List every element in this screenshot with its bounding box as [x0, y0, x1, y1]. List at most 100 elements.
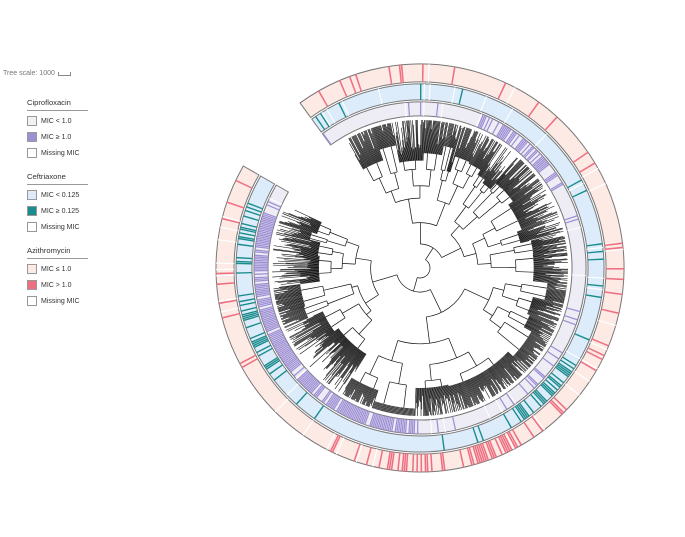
tree-branch — [354, 245, 360, 265]
ring-gap — [586, 287, 603, 291]
tree-leaf — [464, 131, 477, 161]
tree-leaf — [289, 222, 318, 233]
tree-leaf — [516, 351, 526, 361]
tree-leaf — [275, 233, 320, 245]
ring-mark — [236, 271, 253, 274]
ring-mark — [499, 397, 508, 410]
tree-leaf — [378, 402, 381, 411]
ring-gap — [480, 96, 487, 112]
ring-mark — [586, 243, 603, 247]
tree-leaf — [442, 385, 445, 396]
tree-leaf — [294, 209, 322, 223]
tree-leaf — [481, 372, 496, 396]
ring-mark — [553, 396, 568, 411]
tree-leaf — [283, 237, 320, 247]
tree-leaf — [547, 282, 567, 286]
tree-leaf — [505, 170, 532, 194]
tree-leaf — [274, 288, 301, 294]
ring-mark — [319, 112, 330, 128]
tree-leaf — [291, 238, 320, 246]
ring-mark — [585, 294, 602, 299]
ring-mark — [257, 299, 272, 305]
tree-leaf — [446, 123, 453, 147]
tree-leaf — [325, 330, 335, 337]
ring-mark — [526, 375, 538, 387]
ring-mark — [257, 232, 272, 237]
tree-branch — [303, 294, 326, 302]
tree-leaf — [401, 139, 406, 162]
ring-mark — [354, 407, 362, 422]
tree-branch — [515, 271, 534, 273]
ring-mark — [258, 301, 273, 306]
tree-leaf — [353, 135, 370, 167]
tree-leaf — [492, 365, 503, 379]
tree-branch — [518, 297, 532, 303]
tree-leaf — [530, 332, 548, 344]
tree-leaf — [287, 221, 318, 233]
tree-branch — [497, 306, 511, 314]
tree-leaf — [352, 136, 369, 167]
ring-mark — [424, 453, 427, 472]
tree-leaf — [544, 297, 565, 303]
tree-leaf — [388, 405, 392, 413]
tree-leaf — [365, 130, 379, 163]
tree-leaf — [533, 270, 568, 273]
tree-branch — [317, 230, 329, 236]
ring-mark — [327, 393, 336, 407]
tree-leaf — [469, 378, 478, 396]
tree-leaf — [467, 132, 481, 162]
tree-leaf — [395, 135, 402, 163]
tree-leaf — [359, 132, 374, 165]
tree-leaf — [349, 381, 359, 399]
tree-leaf — [461, 142, 469, 160]
tree-leaf — [530, 303, 547, 310]
tree-branch — [372, 274, 398, 283]
tree-leaf — [533, 261, 568, 264]
tree-leaf — [438, 386, 442, 399]
tree-leaf — [499, 162, 525, 188]
tree-leaf — [273, 284, 301, 290]
tree-leaf — [477, 151, 494, 176]
legend-item: Missing MIC — [27, 296, 88, 306]
ring-mark — [550, 372, 565, 384]
ring-mark — [325, 393, 335, 406]
ring-band — [253, 101, 587, 435]
tree-leaf — [517, 202, 552, 220]
tree-leaf — [289, 304, 305, 310]
tree-leaf — [515, 207, 534, 218]
tree-leaf — [457, 127, 468, 158]
ring-mark — [534, 158, 546, 169]
tree-leaf — [473, 376, 480, 388]
tree-leaf — [529, 315, 542, 322]
tree-leaf — [509, 183, 542, 207]
tree-leaf — [359, 386, 369, 404]
tree-branch — [373, 176, 383, 182]
tree-leaf — [486, 369, 502, 393]
tree-branch — [390, 171, 398, 175]
tree-leaf — [370, 389, 377, 404]
tree-leaf — [382, 403, 385, 412]
tree-leaf — [290, 319, 328, 340]
ring-mark — [585, 350, 603, 361]
tree-branch — [450, 225, 460, 236]
ring-mark — [481, 443, 490, 461]
tree-leaf — [533, 279, 568, 284]
ring-mark — [550, 399, 565, 414]
ring-mark — [605, 268, 624, 270]
tree-leaf — [519, 227, 557, 239]
tree-leaf — [518, 210, 547, 224]
ring-mark — [497, 125, 506, 138]
tree-leaf — [514, 354, 522, 362]
ring-gap — [427, 64, 430, 83]
legend-item: Missing MIC — [27, 148, 88, 158]
tree-leaf — [309, 275, 320, 277]
ring-mark — [247, 202, 264, 210]
tree-leaf — [428, 387, 432, 416]
tree-leaf — [497, 360, 505, 369]
tree-leaf — [313, 333, 343, 359]
ring-mark — [321, 390, 331, 403]
tree-leaf — [533, 252, 568, 257]
tree-leaf — [477, 139, 494, 169]
tree-leaf — [477, 158, 484, 169]
ring-gap — [581, 359, 598, 370]
